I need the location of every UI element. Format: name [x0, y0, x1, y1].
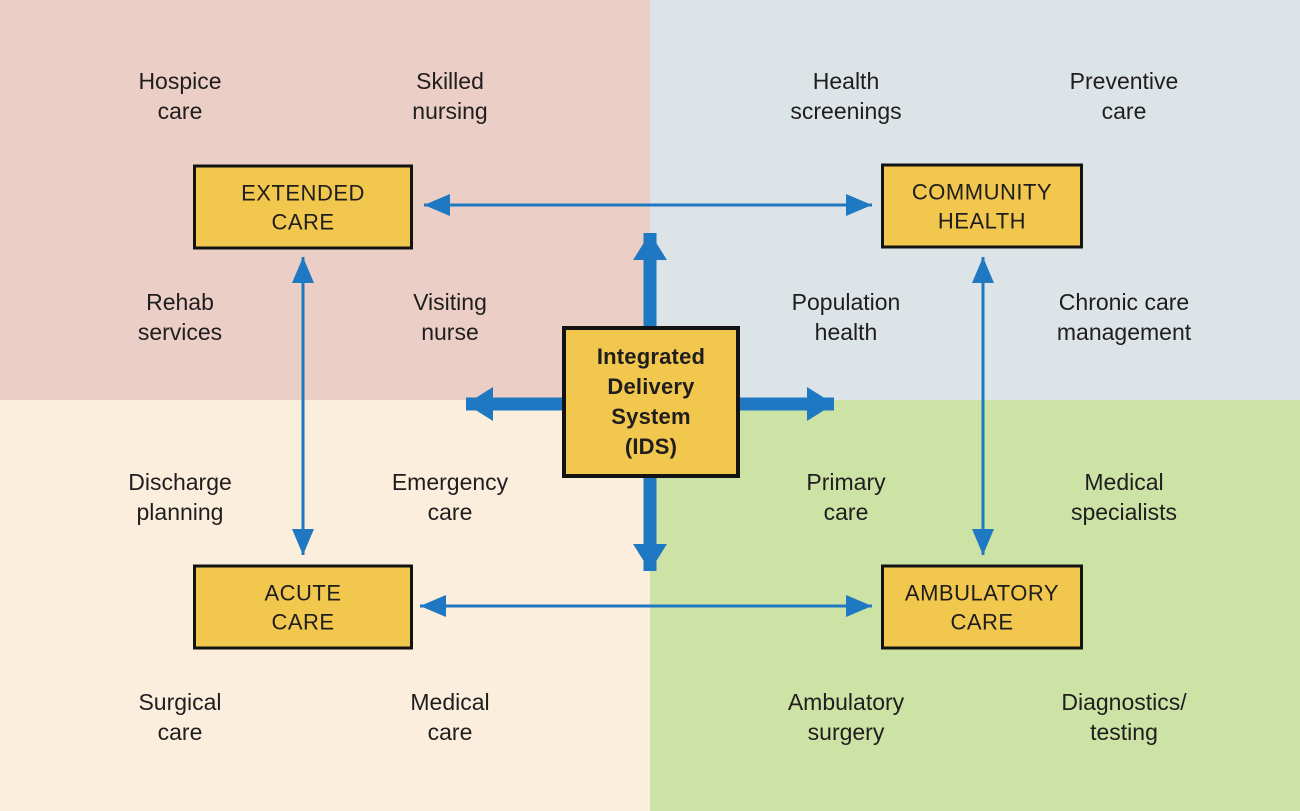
node-acute-care: ACUTE CARE: [193, 564, 413, 650]
service-line: Health: [812, 68, 880, 94]
service-line: nurse: [421, 319, 479, 345]
service-label-preventive-care: Preventive care: [1070, 66, 1179, 126]
node-label-line: AMBULATORY: [904, 580, 1060, 605]
service-line: care: [157, 719, 203, 745]
node-label-line: CARE: [271, 209, 335, 234]
service-line: Skilled: [416, 68, 484, 94]
service-line: screenings: [790, 98, 902, 124]
service-label-ambulatory-surgery: Ambulatory surgery: [788, 687, 904, 747]
service-line: Visiting: [413, 289, 487, 315]
service-line: planning: [136, 499, 224, 525]
node-label-line: HEALTH: [937, 208, 1027, 233]
service-label-primary-care: Primary care: [806, 467, 885, 527]
node-ambulatory-care: AMBULATORY CARE: [881, 564, 1083, 650]
service-line: care: [823, 499, 869, 525]
service-line: Diagnostics/: [1061, 689, 1187, 715]
node-label-line: EXTENDED: [241, 180, 365, 205]
service-label-chronic-care-management: Chronic care management: [1057, 287, 1191, 347]
service-line: testing: [1090, 719, 1158, 745]
service-label-diagnostics-testing: Diagnostics/ testing: [1061, 687, 1186, 747]
service-line: care: [157, 98, 203, 124]
service-line: Medical: [1084, 469, 1164, 495]
service-label-health-screenings: Health screenings: [790, 66, 901, 126]
service-line: care: [427, 499, 473, 525]
node-label-line: Delivery: [607, 374, 695, 399]
service-label-medical-specialists: Medical specialists: [1071, 467, 1177, 527]
node-label-line: ACUTE: [264, 580, 342, 605]
service-line: Emergency: [391, 469, 509, 495]
node-ids-center: Integrated Delivery System (IDS): [562, 326, 740, 478]
service-line: health: [814, 319, 878, 345]
service-label-discharge-planning: Discharge planning: [128, 467, 232, 527]
service-line: Preventive: [1069, 68, 1179, 94]
node-label-line: CARE: [950, 609, 1014, 634]
node-extended-care: EXTENDED CARE: [193, 164, 413, 250]
service-line: specialists: [1070, 499, 1178, 525]
service-label-emergency-care: Emergency care: [392, 467, 508, 527]
service-label-visiting-nurse: Visiting nurse: [413, 287, 487, 347]
service-line: Primary: [806, 469, 886, 495]
service-label-population-health: Population health: [792, 287, 901, 347]
service-label-rehab-services: Rehab services: [138, 287, 222, 347]
service-line: Hospice: [138, 68, 222, 94]
service-label-medical-care: Medical care: [410, 687, 489, 747]
service-line: Rehab: [146, 289, 214, 315]
node-label-line: (IDS): [624, 434, 678, 459]
node-label-line: System: [611, 404, 691, 429]
service-line: Discharge: [128, 469, 232, 495]
service-label-hospice-care: Hospice care: [138, 66, 221, 126]
service-line: management: [1056, 319, 1192, 345]
service-line: services: [137, 319, 223, 345]
service-line: Surgical: [138, 689, 222, 715]
service-line: Ambulatory: [787, 689, 905, 715]
node-label-line: Integrated: [596, 344, 706, 369]
service-line: surgery: [807, 719, 885, 745]
service-line: Medical: [410, 689, 490, 715]
node-community-health: COMMUNITY HEALTH: [881, 163, 1083, 249]
service-line: Chronic care: [1058, 289, 1190, 315]
node-label-line: CARE: [271, 609, 335, 634]
service-label-surgical-care: Surgical care: [138, 687, 221, 747]
service-line: nursing: [412, 98, 488, 124]
service-line: Population: [791, 289, 901, 315]
service-label-skilled-nursing: Skilled nursing: [412, 66, 487, 126]
service-line: care: [1101, 98, 1147, 124]
service-line: care: [427, 719, 473, 745]
node-label-line: COMMUNITY: [911, 179, 1053, 204]
